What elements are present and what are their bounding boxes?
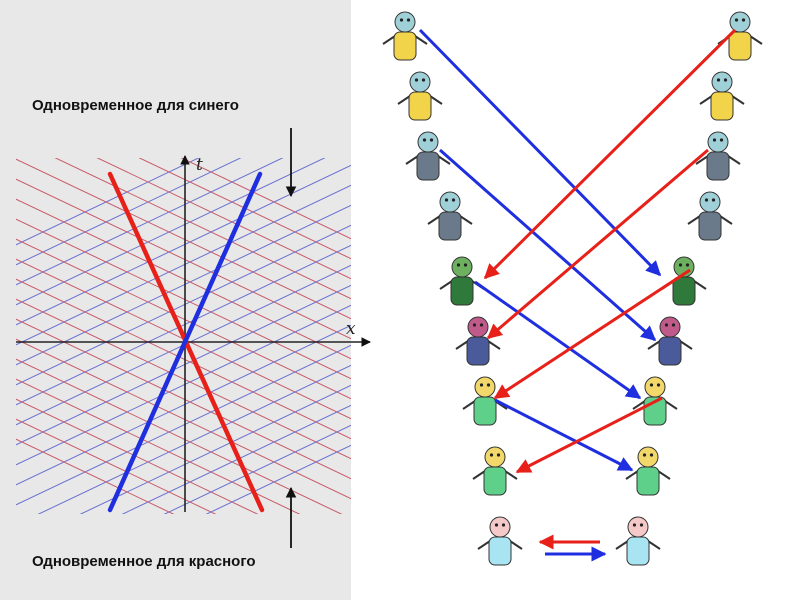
blue-simultaneity-line bbox=[121, 404, 351, 514]
red-signal-arrow bbox=[486, 148, 709, 340]
red-simultaneity-line bbox=[16, 158, 351, 320]
red-simultaneity-line bbox=[16, 318, 351, 480]
x-axis-label: x bbox=[346, 319, 356, 339]
blue-simultaneity-line bbox=[16, 244, 351, 406]
red-simultaneity-line bbox=[16, 198, 351, 360]
baby-icon bbox=[615, 516, 661, 566]
red-simultaneity-line bbox=[16, 338, 351, 500]
man-icon bbox=[687, 191, 733, 241]
red-signal-arrow bbox=[493, 268, 691, 400]
soldier-icon bbox=[661, 256, 707, 306]
caption-simultaneous-red: Одновременное для красного bbox=[32, 553, 256, 570]
blue-worldline bbox=[107, 171, 263, 513]
blue-simultaneity-line bbox=[16, 184, 351, 346]
blue-signal-arrow bbox=[439, 148, 657, 342]
child-icon bbox=[455, 316, 501, 366]
red-simultaneity-line bbox=[54, 158, 351, 300]
red-simultaneity-line bbox=[16, 218, 351, 380]
signal-arrows bbox=[418, 28, 737, 562]
red-simultaneity-line bbox=[16, 238, 351, 400]
red-simultaneity-line bbox=[16, 298, 351, 460]
red-simultaneity-line bbox=[16, 398, 259, 514]
blue-simultaneity-line bbox=[205, 444, 351, 514]
left-character-column bbox=[382, 11, 523, 566]
axes: x t bbox=[16, 155, 371, 512]
blue-signal-arrow bbox=[494, 398, 634, 472]
blue-simultaneity-line bbox=[163, 424, 351, 514]
blue-simultaneity-line bbox=[16, 204, 351, 366]
caption-simultaneous-blue: Одновременное для синего bbox=[32, 97, 239, 114]
red-simultaneity-line bbox=[96, 158, 351, 280]
red-signal-arrow bbox=[483, 28, 737, 280]
red-simultaneity-line bbox=[180, 158, 351, 240]
red-simultaneity-line bbox=[16, 438, 175, 514]
soldier-icon bbox=[439, 256, 485, 306]
old-man-icon bbox=[699, 71, 745, 121]
child-icon bbox=[647, 316, 693, 366]
man-icon bbox=[405, 131, 451, 181]
kid-icon bbox=[462, 376, 508, 426]
blue-simultaneity-line bbox=[16, 158, 284, 286]
red-simultaneity-line bbox=[16, 358, 343, 514]
blue-simultaneity-line bbox=[16, 344, 351, 506]
blue-simultaneity-line bbox=[16, 324, 351, 486]
blue-simultaneity-line bbox=[16, 158, 326, 306]
old-man-icon bbox=[717, 11, 763, 61]
right-character-column bbox=[615, 11, 763, 566]
baby-icon bbox=[477, 516, 523, 566]
red-simultaneity-line bbox=[16, 278, 351, 440]
kid-icon bbox=[472, 446, 518, 496]
old-man-icon bbox=[382, 11, 428, 61]
blue-signal-arrow bbox=[474, 280, 642, 400]
red-simultaneity-line bbox=[16, 378, 301, 514]
kid-icon bbox=[625, 446, 671, 496]
old-man-icon bbox=[397, 71, 443, 121]
red-simultaneity-line bbox=[16, 178, 351, 340]
red-simultaneity-line bbox=[138, 158, 351, 260]
blue-simultaneity-line bbox=[16, 284, 351, 446]
blue-simultaneity-line bbox=[79, 384, 351, 514]
man-icon bbox=[427, 191, 473, 241]
simultaneity-lines bbox=[16, 158, 351, 514]
spacetime-diagram-panel bbox=[0, 0, 351, 600]
red-signal-arrow bbox=[515, 396, 663, 474]
red-simultaneity-line bbox=[16, 418, 217, 514]
t-axis-label: t bbox=[196, 155, 203, 175]
blue-signal-arrow bbox=[418, 28, 662, 277]
man-icon bbox=[695, 131, 741, 181]
